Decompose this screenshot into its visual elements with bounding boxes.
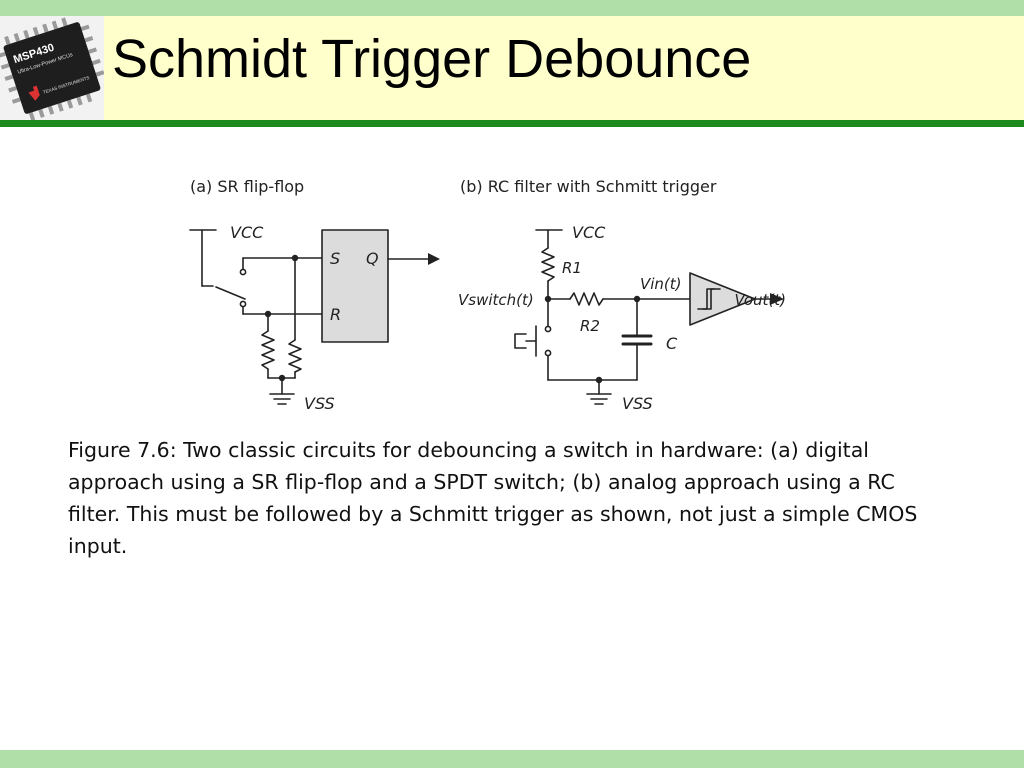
vout-arrow-icon [770, 293, 784, 305]
bottom-band [0, 750, 1024, 768]
vcc-label-b: VCC [572, 223, 606, 242]
vss-label-a: VSS [304, 394, 335, 413]
panel-b-title: (b) RC filter with Schmitt trigger [460, 177, 717, 196]
vswitch-label: Vswitch(t) [458, 291, 534, 309]
debounce-circuit-figure: (a) SR flip-flop (b) RC filter with Schm… [170, 168, 790, 423]
sr-pin-q: Q [366, 249, 379, 268]
switch-contact-bottom [239, 300, 247, 308]
panel-a-title: (a) SR flip-flop [190, 177, 304, 196]
title-bar [0, 16, 1024, 120]
switch-contact-top [239, 268, 247, 276]
title-divider [0, 120, 1024, 127]
sr-pin-s: S [330, 249, 340, 268]
caption-line: input. [68, 534, 128, 558]
vcc-label-a: VCC [230, 223, 264, 242]
pulldown-resistor-s [288, 339, 302, 373]
spdt-switch-blade [215, 286, 246, 300]
q-output-arrow-icon [428, 253, 440, 265]
pushbutton-contact-top [544, 325, 552, 333]
vout-label: Vout(t) [734, 291, 786, 309]
caption-line: filter. This must be followed by a Schmi… [68, 502, 918, 526]
series-resistor-r2 [569, 292, 604, 306]
vin-label: Vin(t) [640, 275, 682, 293]
sr-pin-r: R [330, 305, 341, 324]
pushbutton-contact-bottom [544, 349, 552, 357]
c-label: C [666, 334, 678, 353]
junction-dot [291, 254, 299, 262]
caption-line: approach using a SR flip-flop and a SPDT… [68, 470, 895, 494]
pulldown-resistor-r [261, 330, 275, 370]
top-band [0, 0, 1024, 16]
caption-line: Figure 7.6: Two classic circuits for deb… [68, 438, 869, 462]
r1-label: R1 [562, 259, 582, 277]
slide-title: Schmidt Trigger Debounce [112, 29, 752, 89]
vss-label-b: VSS [622, 394, 653, 413]
sr-flip-flop-block [321, 229, 389, 343]
figure-caption: Figure 7.6: Two classic circuits for deb… [68, 434, 963, 562]
r2-label: R2 [580, 317, 600, 335]
pullup-resistor-r1 [541, 247, 555, 282]
schmitt-trigger-buffer [689, 272, 756, 326]
msp430-chip-icon: MSP430 Ultra-Low-Power MCUs TEXAS INSTRU… [0, 16, 105, 121]
